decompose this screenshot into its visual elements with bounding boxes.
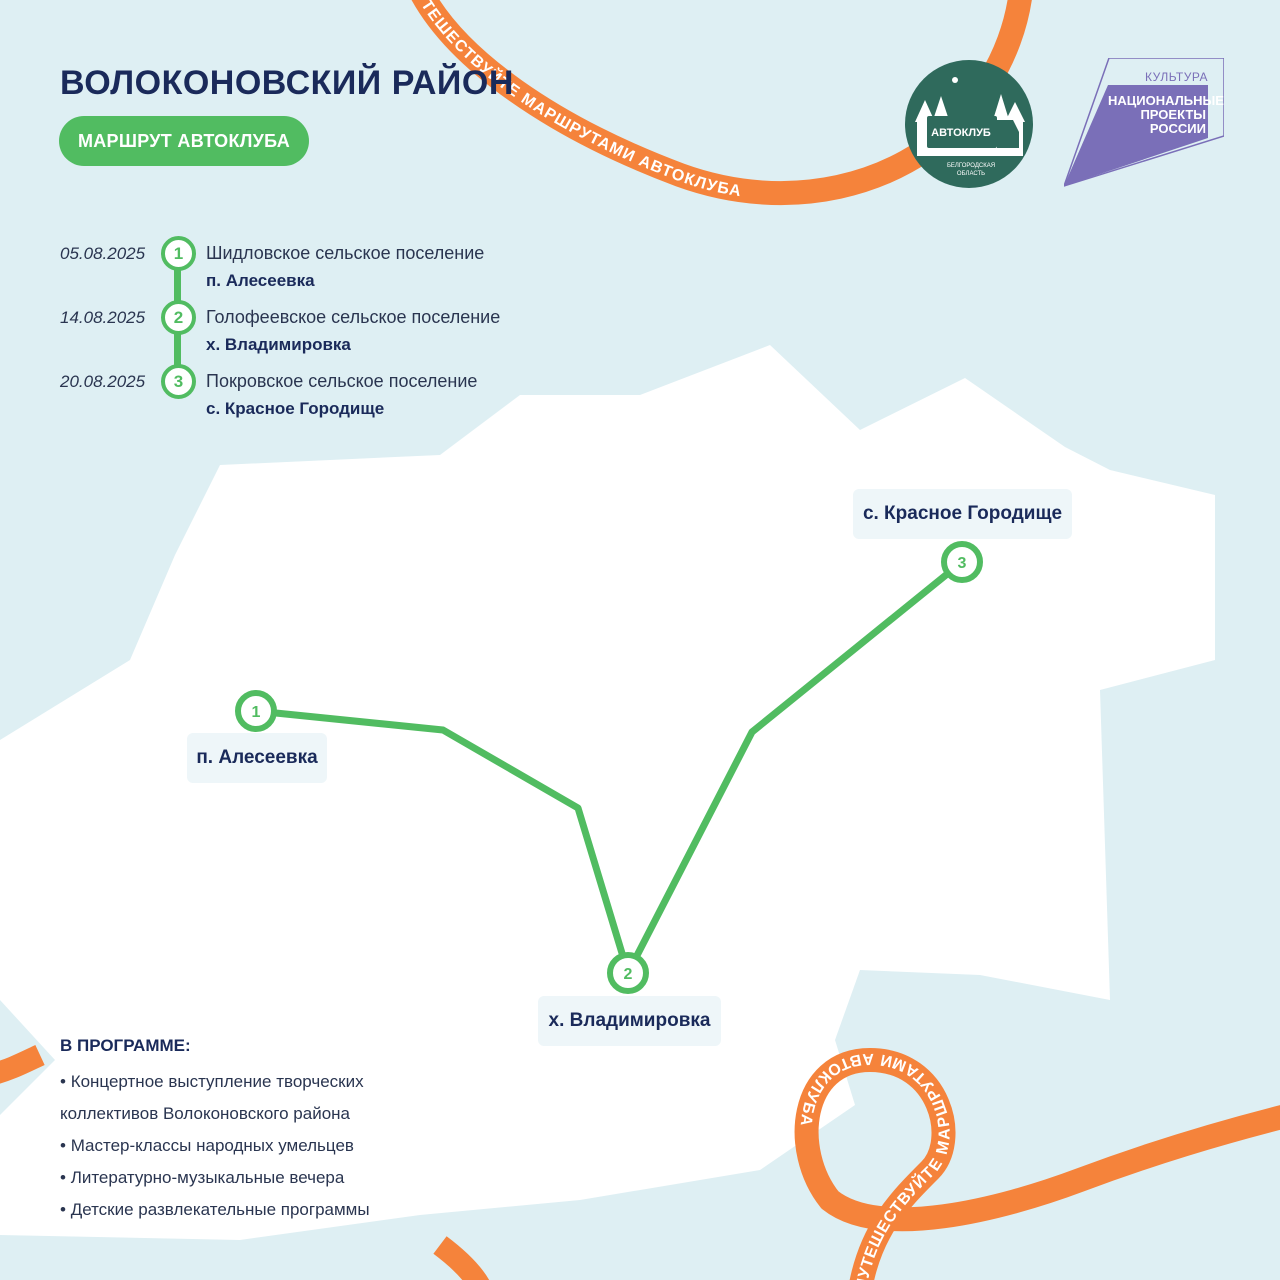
route-stop-1[interactable]: 1 bbox=[235, 690, 277, 732]
ribbon-fragment bbox=[0, 1055, 40, 1075]
schedule-item: 14.08.2025 2 Голофеевское сельское посел… bbox=[0, 300, 600, 365]
page-title: ВОЛОКОНОВСКИЙ РАЙОН bbox=[60, 64, 514, 102]
autoclub-name: АВТОКЛУБ bbox=[931, 127, 991, 139]
schedule-place: х. Владимировка bbox=[206, 335, 351, 354]
autoclub-region: ОБЛАСТЬ bbox=[957, 171, 985, 177]
program-section: В ПРОГРАММЕ: Концертное выступление твор… bbox=[60, 1036, 480, 1226]
culture-label: КУЛЬТУРА bbox=[1145, 70, 1209, 84]
schedule-number: 2 bbox=[161, 300, 196, 335]
route-stop-2[interactable]: 2 bbox=[607, 952, 649, 994]
schedule-date: 05.08.2025 bbox=[60, 244, 146, 263]
program-heading: В ПРОГРАММЕ: bbox=[60, 1036, 191, 1055]
schedule-place: с. Красное Городище bbox=[206, 399, 385, 418]
schedule-number: 1 bbox=[161, 236, 196, 271]
map-label-vladimirovka[interactable]: х. Владимировка bbox=[538, 996, 721, 1046]
autoclub-region: БЕЛГОРОДСКАЯ bbox=[947, 163, 995, 169]
national-line: ПРОЕКТЫ bbox=[1140, 107, 1206, 122]
schedule-item: 20.08.2025 3 Покровское сельское поселен… bbox=[0, 364, 600, 429]
schedule-settlement: Голофеевское сельское поселение bbox=[206, 307, 501, 327]
schedule-place: п. Алесеевка bbox=[206, 271, 315, 290]
schedule-number: 3 bbox=[161, 364, 196, 399]
schedule-date: 20.08.2025 bbox=[60, 372, 146, 391]
stop-number: 3 bbox=[958, 555, 967, 572]
program-item-continued: коллективов Волоконовского района bbox=[60, 1104, 351, 1123]
schedule-settlement: Шидловское сельское поселение bbox=[206, 243, 485, 263]
route-badge: МАРШРУТ АВТОКЛУБА bbox=[59, 116, 309, 166]
district-land bbox=[0, 345, 1215, 1240]
national-projects-logo bbox=[1064, 58, 1224, 187]
ribbon-bottom: ПУТЕШЕСТВУЙТЕ МАРШРУТАМИ АВТОКЛУБА bbox=[797, 1050, 1280, 1280]
program-list: Концертное выступление творческих коллек… bbox=[60, 1066, 480, 1226]
ribbon-fragment bbox=[440, 1245, 482, 1280]
national-line: НАЦИОНАЛЬНЫЕ bbox=[1108, 93, 1224, 108]
route-line bbox=[252, 558, 966, 977]
program-item: Концертное выступление творческих bbox=[60, 1066, 480, 1098]
program-item: Мастер-классы народных умельцев bbox=[60, 1130, 480, 1162]
schedule-date: 14.08.2025 bbox=[60, 308, 146, 327]
map-label-krasnoe-gorodishche[interactable]: с. Красное Городище bbox=[853, 489, 1072, 539]
national-line: РОССИИ bbox=[1149, 121, 1206, 136]
autoclub-logo: АВТОКЛУБ БЕЛГОРОДСКАЯ ОБЛАСТЬ bbox=[905, 60, 1033, 188]
schedule-item: 05.08.2025 1 Шидловское сельское поселен… bbox=[0, 236, 600, 301]
national-projects-text: НАЦИОНАЛЬНЫЕ ПРОЕКТЫ РОССИИ bbox=[1108, 93, 1224, 136]
program-item: Литературно-музыкальные вечера bbox=[60, 1162, 480, 1194]
stop-number: 1 bbox=[252, 704, 261, 721]
stop-number: 2 bbox=[624, 966, 633, 983]
route-stop-3[interactable]: 3 bbox=[941, 541, 983, 583]
map-label-alesееvka[interactable]: п. Алесеевка bbox=[187, 733, 327, 783]
program-item: Детские развлекательные программы bbox=[60, 1194, 480, 1226]
schedule-settlement: Покровское сельское поселение bbox=[206, 371, 478, 391]
